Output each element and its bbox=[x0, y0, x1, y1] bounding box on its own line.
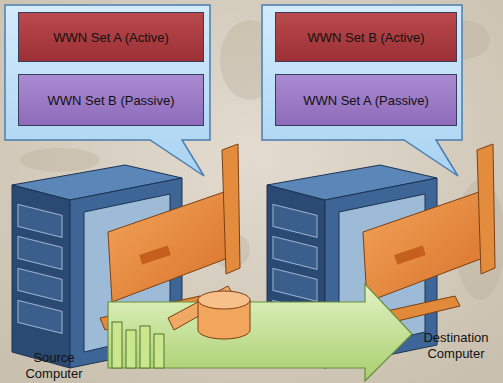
active-wwn-box: WWN Set B (Active) bbox=[275, 12, 457, 62]
wwn-label: WWN Set B (Active) bbox=[307, 30, 424, 45]
computer-label: Destination Computer bbox=[414, 330, 498, 362]
active-wwn-box: WWN Set A (Active) bbox=[18, 12, 204, 62]
wwn-label: WWN Set B (Passive) bbox=[47, 93, 174, 108]
computer-label: Source Computer bbox=[4, 350, 104, 382]
wwn-label: WWN Set A (Active) bbox=[53, 30, 169, 45]
passive-wwn-box: WWN Set A (Passive) bbox=[275, 74, 457, 126]
passive-wwn-box: WWN Set B (Passive) bbox=[18, 74, 204, 126]
wwn-label: WWN Set A (Passive) bbox=[303, 93, 429, 108]
